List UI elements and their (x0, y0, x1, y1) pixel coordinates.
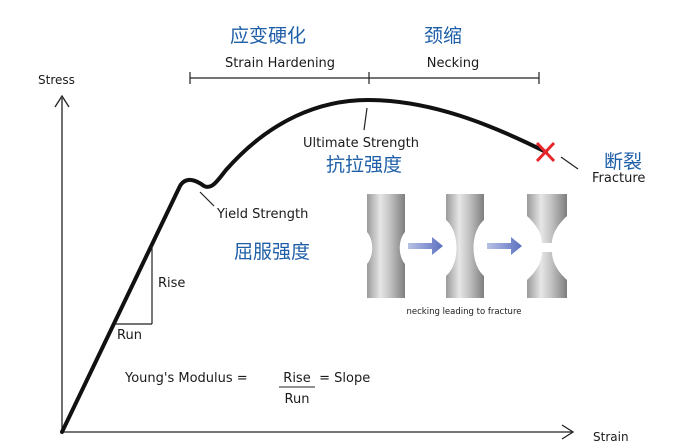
fracture-leader (560, 156, 579, 170)
ultimate-strength-label-cn: 抗拉强度 (326, 154, 402, 176)
y-axis-arrowhead (54, 94, 70, 108)
fracture-label-cn: 断裂 (604, 151, 642, 173)
necking-caption: necking leading to fracture (407, 307, 522, 317)
rise-label: Rise (158, 276, 185, 291)
arrow-right-icon (408, 237, 443, 255)
formula-numerator: Rise (283, 371, 310, 386)
yield-strength-label-cn: 屈服强度 (234, 241, 310, 263)
yield-strength-label: Yield Strength (216, 207, 308, 222)
necking-label-cn: 颈缩 (424, 25, 462, 47)
arrow-right-icon (487, 237, 522, 255)
x-axis-label: Strain (593, 430, 629, 444)
yield-strength-annotation: Yield Strength 屈服强度 (199, 191, 310, 263)
specimen-fractured-bottom (527, 252, 567, 298)
fracture-label: Fracture (592, 171, 645, 186)
specimen-fractured-top (527, 194, 567, 243)
formula-denominator: Run (285, 392, 310, 407)
y-axis-label: Stress (38, 73, 75, 87)
ultimate-strength-label: Ultimate Strength (303, 136, 419, 151)
necking-illustration: necking leading to fracture (367, 194, 567, 317)
axes: Stress Strain (38, 73, 629, 444)
x-axis-arrowhead (561, 424, 575, 440)
formula-suffix: = Slope (315, 371, 370, 386)
strain-hardening-label-cn: 应变硬化 (230, 25, 306, 47)
specimen-intact (367, 194, 405, 298)
strain-hardening-label: Strain Hardening (225, 56, 335, 71)
specimen-necked (446, 194, 484, 298)
run-label: Run (117, 328, 142, 343)
formula-prefix: Young's Modulus = (124, 371, 252, 386)
yield-leader (199, 191, 215, 207)
region-brackets: Strain Hardening Necking 应变硬化 颈缩 (189, 25, 540, 84)
fracture-annotation: Fracture 断裂 (535, 141, 645, 186)
ultimate-strength-annotation: Ultimate Strength 抗拉强度 (303, 107, 419, 176)
ultimate-leader (363, 107, 368, 131)
necking-label: Necking (427, 56, 480, 71)
youngs-modulus-formula: Young's Modulus = Rise Run = Slope (124, 371, 370, 407)
slope-triangle: Rise Run (115, 246, 185, 343)
fracture-x-mark-b (535, 141, 556, 163)
stress-strain-curve (60, 97, 548, 434)
